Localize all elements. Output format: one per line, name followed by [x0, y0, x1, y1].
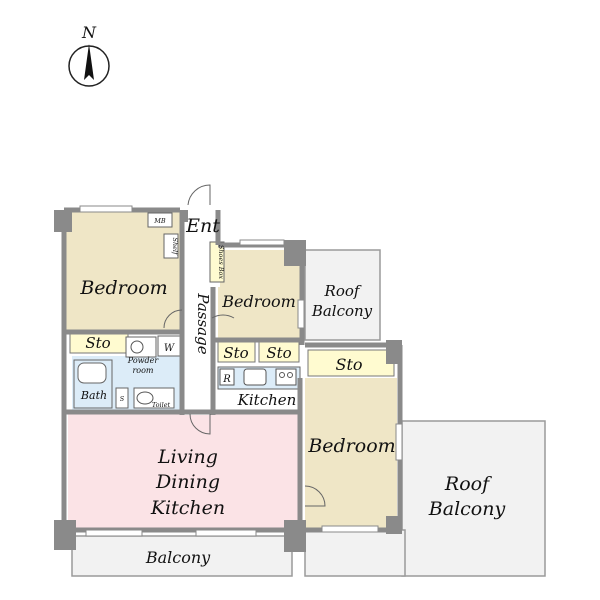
shoes-box-label: Shoes Box: [217, 245, 225, 279]
wall-columns: [54, 210, 402, 552]
kitchen-sink-icon: [243, 368, 267, 386]
sto-west-label: Sto: [85, 334, 110, 352]
windows: [79, 205, 403, 537]
toilet-icon: [136, 391, 154, 405]
passage-label: Passage: [194, 292, 212, 354]
burner-icon: [279, 372, 285, 378]
balcony: [71, 535, 293, 577]
bedroom-east: [305, 378, 397, 528]
compass-north-label: N: [81, 23, 97, 42]
ldk-label-line3: Kitchen: [150, 497, 225, 519]
small-storage-label: S: [120, 395, 125, 403]
roof-balcony-east-ext: [304, 529, 406, 577]
doors: [163, 184, 326, 507]
entrance-label: Ent: [185, 215, 220, 237]
burner-icon: [287, 372, 293, 378]
shelf: [163, 233, 179, 259]
sink-icon: [130, 340, 144, 354]
sto-center-2-label: Sto: [266, 344, 291, 362]
sto-center-1-label: Sto: [223, 344, 248, 362]
refrigerator-label: R: [222, 374, 231, 385]
ldk-label-line1: Living: [157, 446, 218, 468]
toilet-label: Toilet: [152, 401, 171, 409]
washer-label: W: [164, 343, 175, 354]
mb-label: MB: [153, 217, 166, 225]
bedroom-center-label: Bedroom: [221, 292, 296, 311]
stove-icon: [275, 368, 297, 386]
powder-room-label-line1: Powder: [127, 356, 160, 365]
bedroom-east-label: Bedroom: [307, 435, 395, 457]
roof-balcony-east-label-line2: Balcony: [428, 498, 506, 520]
bedroom-west: [66, 212, 182, 332]
ldk-label-line2: Dining: [155, 471, 220, 493]
bathtub-icon: [77, 362, 107, 384]
meter-box: [147, 212, 173, 228]
roof-balcony-east: [401, 420, 546, 577]
roof-balcony-north-label-line1: Roof: [324, 282, 362, 300]
sto-east-label: Sto: [335, 355, 362, 374]
ldk: [68, 414, 302, 529]
compass: N: [68, 23, 110, 87]
north-arrow-icon: [84, 44, 94, 80]
shelf-label: Shelf: [171, 238, 179, 257]
kitchen-label: Kitchen: [237, 391, 297, 409]
roof-balcony-north-label-line2: Balcony: [311, 302, 373, 320]
refrigerator-space: [219, 368, 235, 386]
bath-label: Bath: [80, 389, 107, 402]
bedroom-west-label: Bedroom: [79, 277, 167, 299]
small-storage: [115, 387, 129, 409]
passage-area: [182, 287, 212, 415]
roof-balcony-east-label-line1: Roof: [444, 473, 492, 495]
powder-room-label-line2: room: [132, 366, 153, 375]
balcony-label: Balcony: [145, 548, 211, 567]
roof-balcony-north: [304, 249, 381, 341]
